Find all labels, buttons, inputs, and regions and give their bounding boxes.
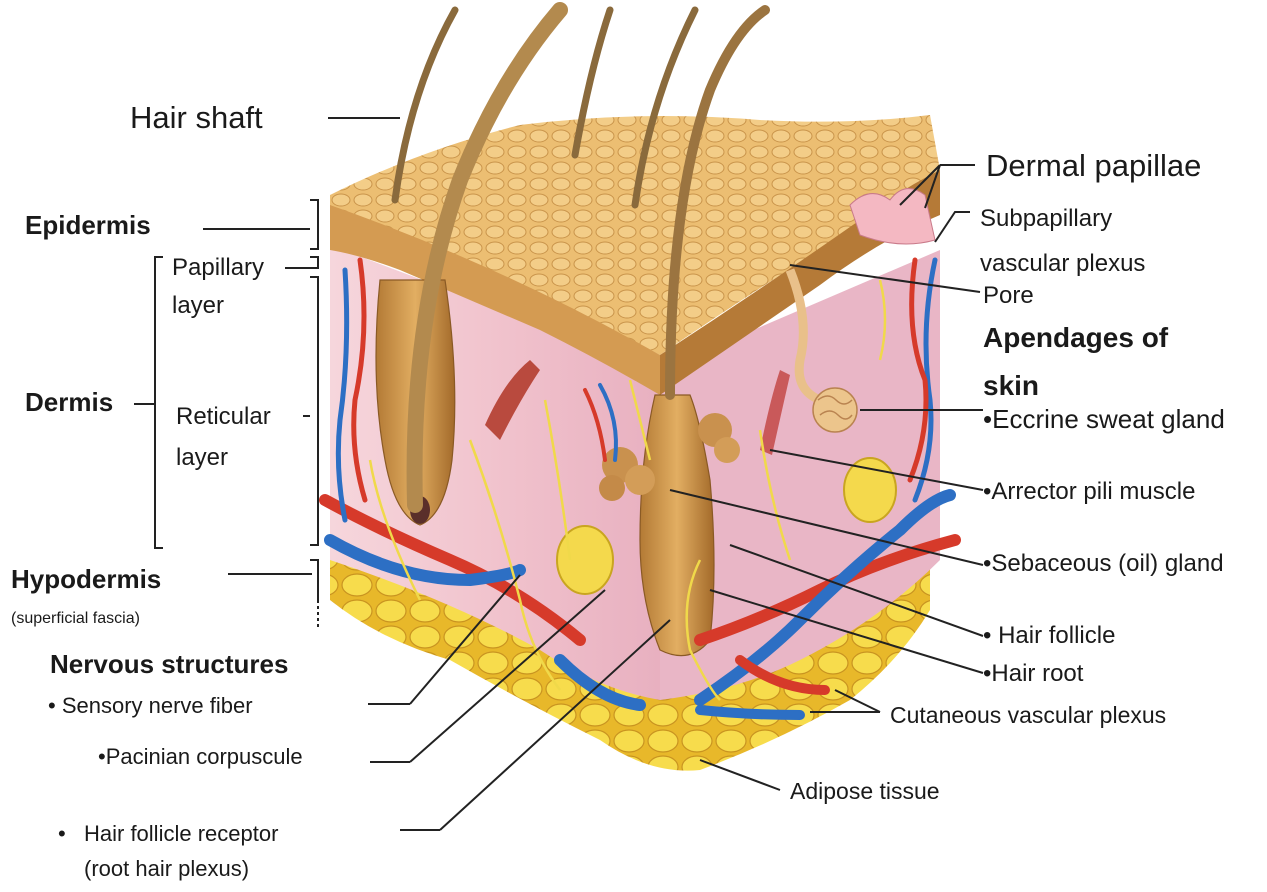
pacinian-corpuscle-2 [844, 458, 896, 522]
label-reticular-1: Reticular [176, 403, 271, 431]
label-hair-root: •Hair root [983, 660, 1083, 688]
label-eccrine-sweat-gland: •Eccrine sweat gland [983, 405, 1225, 435]
label-hair-follicle-receptor-1: Hair follicle receptor [84, 821, 278, 846]
label-cutaneous-vascular-plexus: Cutaneous vascular plexus [890, 702, 1166, 728]
label-nervous-structures: Nervous structures [50, 650, 288, 680]
label-subpapillary-2: vascular plexus [980, 250, 1145, 278]
label-sebaceous-gland: •Sebaceous (oil) gland [983, 550, 1224, 578]
label-hair-follicle-receptor-bullet: • [58, 821, 66, 846]
label-pacinian-corpuscle: •Pacinian corpuscule [98, 744, 303, 769]
dermal-papillae-shape [850, 189, 935, 244]
label-pore: Pore [983, 282, 1034, 310]
label-papillary-2: layer [172, 292, 224, 320]
label-superficial-fascia: (superficial fascia) [11, 610, 140, 628]
label-hair-shaft: Hair shaft [130, 100, 263, 136]
label-papillary-1: Papillary [172, 254, 264, 282]
label-reticular-2: layer [176, 444, 228, 472]
skin-block [325, 10, 955, 771]
label-adipose-tissue: Adipose tissue [790, 778, 940, 804]
label-dermal-papillae: Dermal papillae [986, 148, 1201, 184]
label-appendages-2: skin [983, 370, 1039, 402]
label-arrector-pili-muscle: •Arrector pili muscle [983, 478, 1195, 506]
label-subpapillary-1: Subpapillary [980, 205, 1112, 233]
label-epidermis: Epidermis [25, 211, 151, 241]
label-appendages-1: Apendages of [983, 322, 1168, 354]
pacinian-corpuscle-1 [557, 526, 613, 594]
label-sensory-nerve-fiber: • Sensory nerve fiber [48, 693, 253, 718]
label-dermis: Dermis [25, 388, 113, 418]
label-hair-follicle: • Hair follicle [983, 622, 1115, 650]
label-hair-follicle-receptor-2: (root hair plexus) [84, 856, 249, 881]
label-hypodermis: Hypodermis [11, 565, 161, 595]
